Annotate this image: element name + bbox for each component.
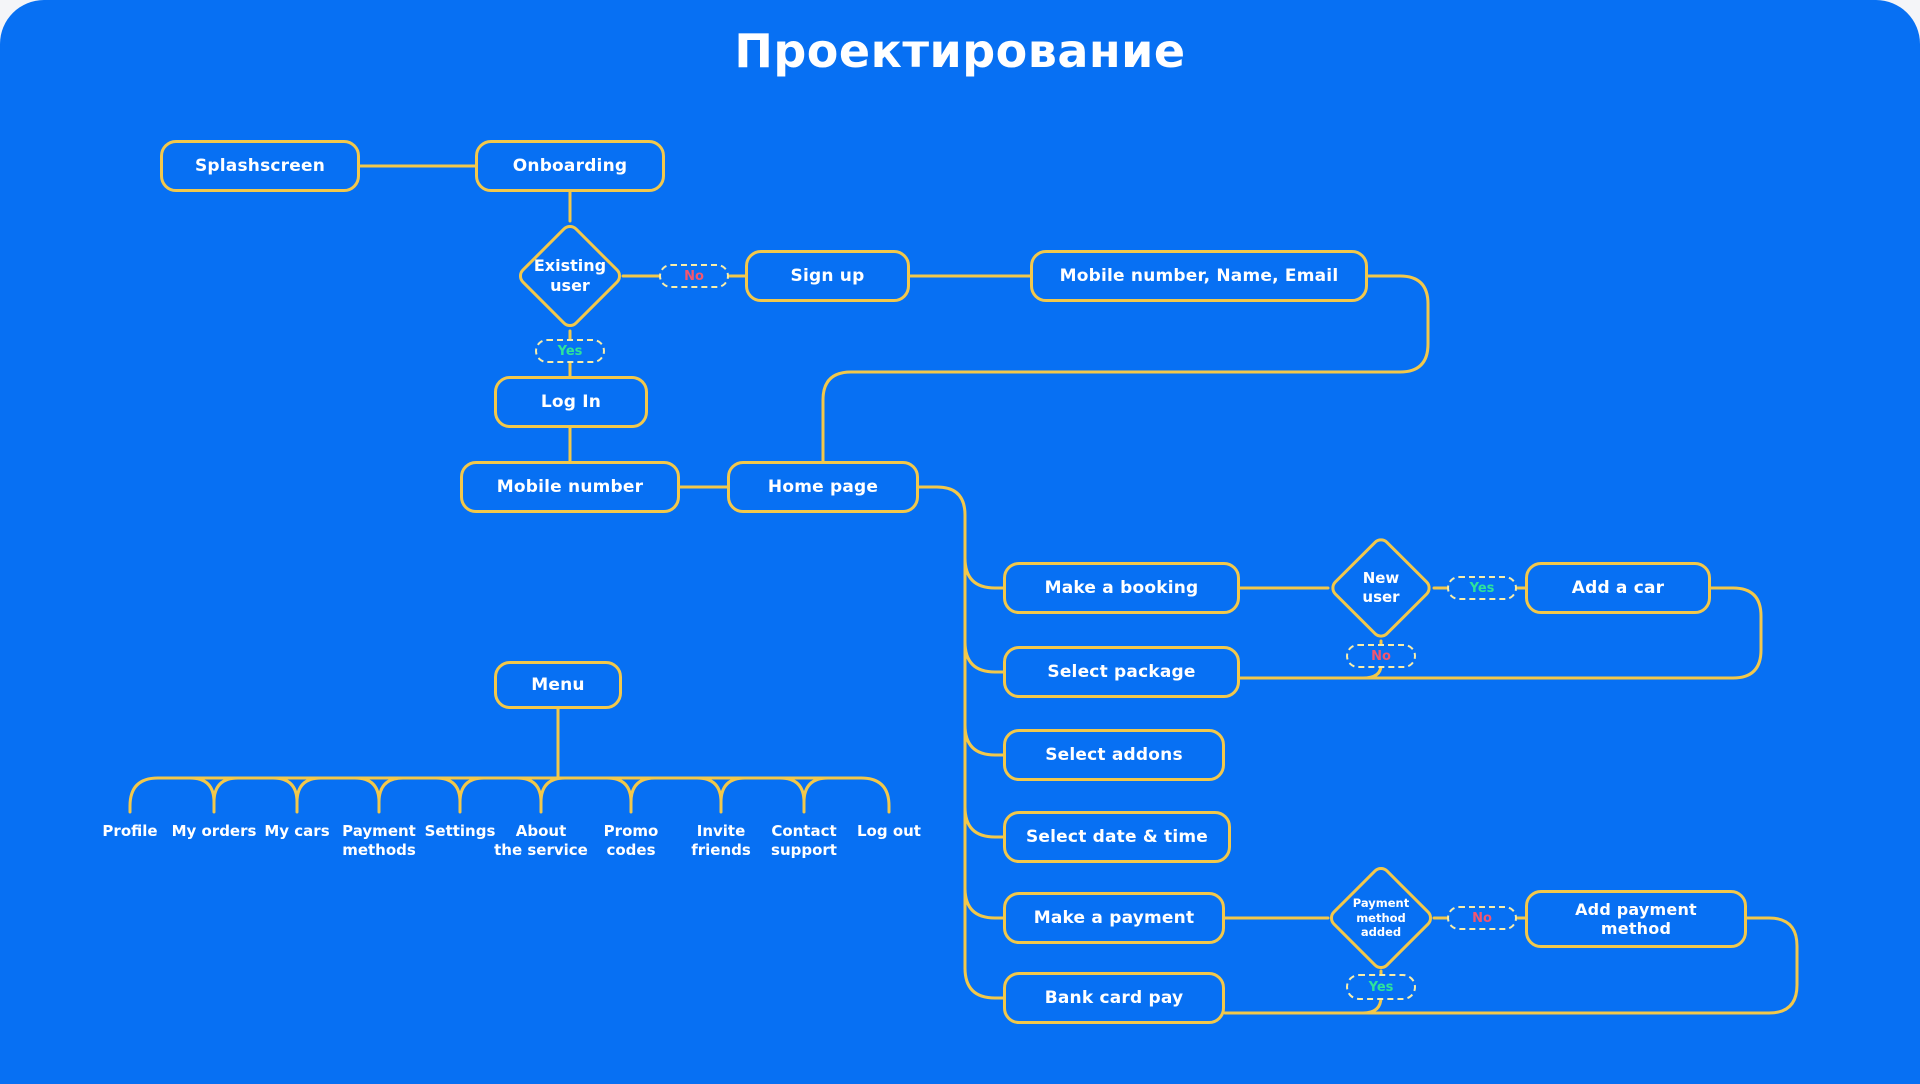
branch-pill-no-existing-user[interactable]: No	[659, 264, 729, 288]
edge-menu-tick-7	[605, 776, 657, 814]
menu-item-log-out[interactable]: Log out	[857, 822, 921, 840]
edge-menu-tick-4	[353, 776, 405, 814]
node-contact-info[interactable]: Mobile number, Name, Email	[1030, 250, 1368, 302]
node-home-page[interactable]: Home page	[727, 461, 919, 513]
edge-addpayment-bankcard	[1223, 916, 1799, 1015]
edge-homepage-trunk	[917, 485, 967, 970]
branch-make-a-booking	[963, 556, 1005, 590]
edge-menu-tick-2	[188, 776, 240, 814]
edge-contactinfo-homepage	[821, 274, 1430, 463]
node-make-a-payment[interactable]: Make a payment	[1003, 892, 1225, 944]
decision-payment-method-added-label: Payment method added	[1352, 896, 1410, 940]
node-sign-up[interactable]: Sign up	[745, 250, 910, 302]
edge-addacar-selectpackage	[1238, 586, 1763, 680]
node-select-package[interactable]: Select package	[1003, 646, 1240, 698]
edge-menu-tick-9	[778, 776, 830, 814]
edge-menu-rail	[128, 776, 891, 814]
menu-item-payment-methods[interactable]: Payment methods	[342, 822, 416, 859]
page-title: Проектирование	[734, 24, 1186, 78]
edge-menu-tick-6	[515, 776, 567, 814]
node-select-date-time[interactable]: Select date & time	[1003, 811, 1231, 863]
branch-pill-yes-payment-method[interactable]: Yes	[1346, 974, 1416, 1000]
node-splashscreen[interactable]: Splashscreen	[160, 140, 360, 192]
branch-bank-card-pay	[963, 966, 1005, 1000]
menu-item-my-cars[interactable]: My cars	[264, 822, 330, 840]
edge-menu-tick-5	[434, 776, 486, 814]
branch-pill-no-payment-method[interactable]: No	[1447, 906, 1517, 930]
menu-item-about-service[interactable]: About the service	[494, 822, 588, 859]
branch-select-addons	[963, 723, 1005, 757]
node-select-addons[interactable]: Select addons	[1003, 729, 1225, 781]
menu-item-contact-support[interactable]: Contact support	[771, 822, 837, 859]
menu-item-profile[interactable]: Profile	[102, 822, 158, 840]
node-make-a-booking[interactable]: Make a booking	[1003, 562, 1240, 614]
edge-menu-tick-8	[695, 776, 747, 814]
branch-pill-yes-existing-user[interactable]: Yes	[535, 339, 605, 363]
decision-existing-user-label: Existing user	[533, 256, 607, 295]
decision-new-user-label: New user	[1362, 569, 1400, 606]
node-add-a-car[interactable]: Add a car	[1525, 562, 1711, 614]
menu-item-promo-codes[interactable]: Promo codes	[603, 822, 659, 859]
menu-item-invite-friends[interactable]: Invite friends	[691, 822, 751, 859]
branch-pill-no-new-user[interactable]: No	[1346, 644, 1416, 668]
menu-item-my-orders[interactable]: My orders	[171, 822, 257, 840]
node-onboarding[interactable]: Onboarding	[475, 140, 665, 192]
node-menu[interactable]: Menu	[494, 661, 622, 709]
node-add-payment-method[interactable]: Add payment method	[1525, 890, 1747, 948]
node-mobile-number[interactable]: Mobile number	[460, 461, 680, 513]
node-bank-card-pay[interactable]: Bank card pay	[1003, 972, 1225, 1024]
edge-menu-tick-3	[271, 776, 323, 814]
menu-item-settings[interactable]: Settings	[424, 822, 496, 840]
branch-pill-yes-new-user[interactable]: Yes	[1447, 576, 1517, 600]
branch-select-date-time	[963, 805, 1005, 839]
branch-make-a-payment	[963, 886, 1005, 920]
branch-select-package	[963, 640, 1005, 674]
node-log-in[interactable]: Log In	[494, 376, 648, 428]
